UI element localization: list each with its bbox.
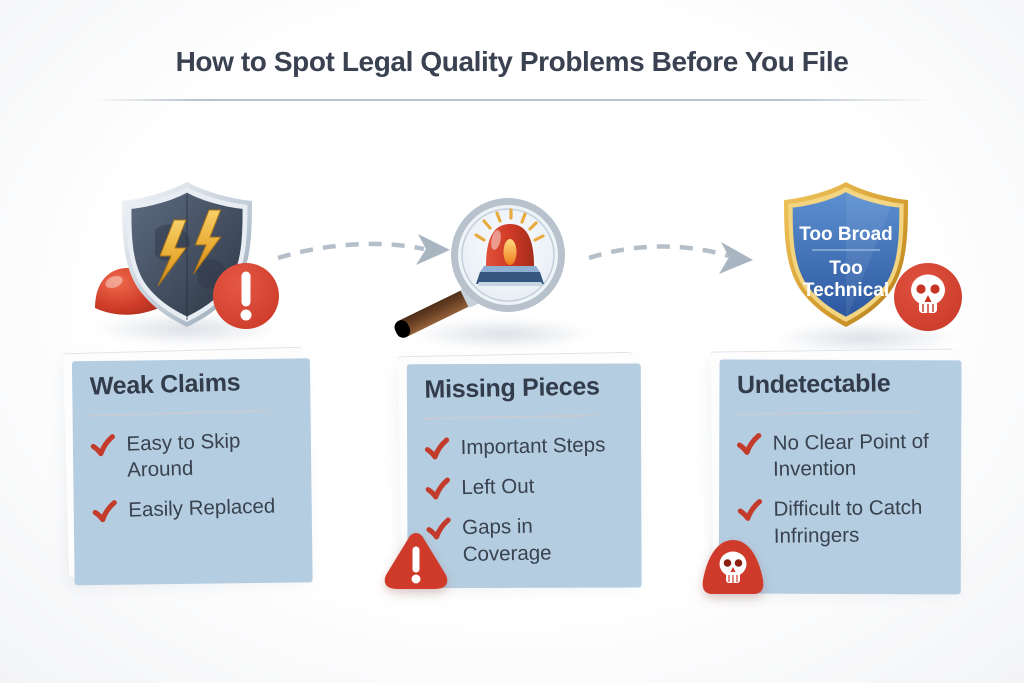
- card-divider: [423, 414, 612, 420]
- card-divider: [88, 409, 281, 417]
- check-icon: [424, 437, 450, 460]
- icon-shadow: [410, 318, 595, 350]
- card-missing-pieces: Missing Pieces Important Steps Left Out …: [397, 351, 637, 581]
- card-undetectable: Undetectable No Clear Point of Invention…: [710, 348, 956, 586]
- exclamation-badge-icon: [213, 263, 279, 329]
- check-icon: [736, 433, 762, 455]
- check-icon: [92, 500, 117, 523]
- skull-badge-icon: [894, 263, 962, 331]
- warning-triangle-icon: [384, 533, 448, 589]
- checklist-item-label: Gaps in Coverage: [461, 515, 552, 566]
- card-weak-claims: Weak Claims Easy to Skip Around Easily R…: [62, 346, 308, 578]
- siren-rays-icon: [474, 208, 545, 242]
- card-heading: Weak Claims: [89, 368, 241, 401]
- skull-dome-icon: [702, 540, 764, 594]
- title-divider: [95, 99, 935, 101]
- dashed-arrow-icon: [588, 242, 753, 274]
- checklist-item: Important Steps: [423, 432, 619, 462]
- checklist-item: Left Out: [424, 472, 620, 502]
- checklist: Important Steps Left Out Gaps in Coverag…: [423, 432, 622, 569]
- checklist-item: Gaps in Coverage: [425, 512, 622, 568]
- card-heading: Undetectable: [736, 369, 891, 400]
- check-icon: [737, 499, 763, 522]
- page-title: How to Spot Legal Quality Problems Befor…: [175, 46, 849, 77]
- checklist: No Clear Point of Invention Difficult to…: [736, 429, 941, 550]
- check-icon: [426, 517, 451, 540]
- shield-banner-icon: Too Broad Too Technical: [784, 182, 962, 331]
- checklist-item-label: Left Out: [461, 474, 535, 500]
- checklist-item: Easily Replaced: [91, 494, 292, 526]
- card-divider: [735, 410, 932, 416]
- shield-label-line2: Too: [829, 258, 862, 279]
- checklist-item-label: Difficult to Catch Infringers: [773, 496, 923, 548]
- check-icon: [90, 434, 115, 457]
- checklist-item-label: Easy to Skip Around: [126, 429, 241, 482]
- shield-lightning-icon: [95, 182, 279, 329]
- checklist: Easy to Skip Around Easily Replaced: [89, 427, 292, 525]
- shield-label-line3: Technical: [803, 280, 889, 301]
- siren-icon: [476, 224, 544, 286]
- dashed-arrow-icon: [277, 234, 450, 265]
- checklist-item-label: Important Steps: [460, 433, 606, 460]
- card-heading: Missing Pieces: [424, 372, 600, 404]
- lightning-bolt-icon: [157, 209, 222, 287]
- checklist-item: No Clear Point of Invention: [736, 429, 941, 484]
- checklist-item: Easy to Skip Around: [89, 427, 290, 485]
- magnifier-siren-icon: [394, 198, 565, 338]
- check-icon: [425, 477, 450, 500]
- checklist-item: Difficult to Catch Infringers: [736, 495, 941, 550]
- shield-label-line1: Too Broad: [799, 224, 893, 245]
- checklist-item-label: Easily Replaced: [128, 494, 276, 523]
- checklist-item-label: No Clear Point of Invention: [772, 429, 929, 481]
